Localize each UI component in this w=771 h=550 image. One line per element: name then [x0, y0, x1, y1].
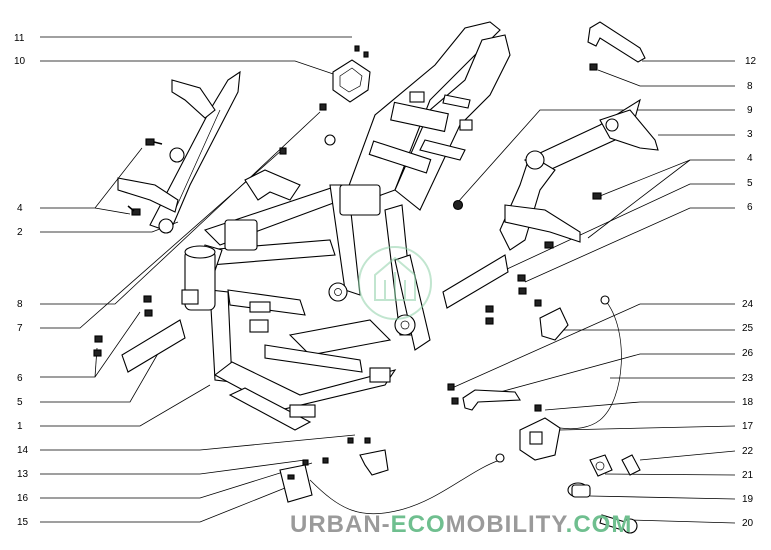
callout-right-15: 21: [742, 470, 754, 481]
callout-right-4: 3: [747, 129, 753, 140]
nut-8-top-right: [589, 63, 598, 71]
plate-10: [332, 59, 371, 103]
screws-right-6: [485, 274, 527, 325]
callout-right-8: 24: [742, 299, 754, 310]
callout-right-10: 26: [742, 348, 754, 359]
screw-8-left: [319, 103, 327, 111]
callout-left-10: 14: [17, 445, 29, 456]
bolt-5-right: [544, 241, 554, 249]
watermark-part-1: URBAN-: [290, 511, 391, 538]
callout-right-17: 20: [742, 518, 754, 529]
callout-left-3: 4: [17, 203, 23, 214]
screws-left-6: [93, 295, 153, 357]
callout-left-13: 15: [17, 517, 29, 528]
callout-left-11: 13: [17, 469, 29, 480]
watermark-part-3: MOBILITY: [446, 511, 568, 538]
bolt-4c: [592, 192, 602, 200]
washer-21: [589, 454, 613, 477]
callout-right-14: 22: [742, 446, 754, 457]
watermark-part-2: ECO: [391, 511, 446, 538]
callout-left-4: 2: [17, 227, 23, 238]
screws-13: [302, 437, 371, 466]
plate-left-6: [121, 319, 186, 373]
screws-11: [354, 45, 369, 58]
bolt-4b: [127, 205, 141, 216]
cable-15: [309, 453, 505, 515]
plate-right-6: [442, 254, 509, 309]
washer-top: [324, 134, 336, 146]
callout-left-7: 6: [17, 373, 23, 384]
callout-right-7: 6: [747, 202, 753, 213]
watermark-part-4: .COM: [566, 511, 633, 538]
callout-left-8: 5: [17, 397, 23, 408]
lock-cylinder-19: [567, 482, 591, 498]
seat-lock-16: [279, 464, 313, 503]
callout-right-3: 9: [747, 105, 753, 116]
bracket-2: [244, 169, 301, 201]
callout-right-9: 25: [742, 323, 754, 334]
callout-left-2: 10: [14, 56, 26, 67]
latch-25: [539, 307, 569, 341]
main-frame: [181, 21, 511, 431]
callout-right-5: 4: [747, 153, 753, 164]
callout-left-9: 1: [17, 421, 23, 432]
callout-left-1: 11: [14, 33, 25, 44]
logo-watermark: [358, 246, 432, 320]
bracket-12: [587, 21, 646, 63]
hook-14: [359, 449, 389, 476]
callout-right-2: 8: [747, 81, 753, 92]
callout-right-12: 18: [742, 397, 754, 408]
screw-7-left: [279, 147, 287, 155]
screws-23-18: [447, 299, 542, 412]
watermark-text: URBAN-ECOMOBILITY.COM: [290, 511, 632, 538]
right-footrest-bracket: [499, 98, 659, 251]
cable-24: [559, 295, 622, 430]
left-footrest-bracket: [117, 70, 241, 234]
bolt-4a: [145, 138, 163, 146]
key-20: [599, 514, 638, 534]
right-callouts: 12 8 9 3 4 5 6 24 25 26 23 18 17 22 21 1…: [451, 56, 757, 529]
bracket-26: [462, 389, 521, 411]
callout-right-11: 23: [742, 373, 754, 384]
callout-left-12: 16: [17, 493, 29, 504]
nut-9: [452, 199, 464, 211]
callout-right-6: 5: [747, 178, 753, 189]
callout-left-5: 8: [17, 299, 23, 310]
lock-body-17: [519, 417, 561, 461]
callout-right-1: 12: [745, 56, 757, 67]
callout-right-16: 19: [742, 494, 754, 505]
callout-left-6: 7: [17, 323, 23, 334]
callout-right-13: 17: [742, 421, 754, 432]
clip-22: [621, 454, 641, 476]
